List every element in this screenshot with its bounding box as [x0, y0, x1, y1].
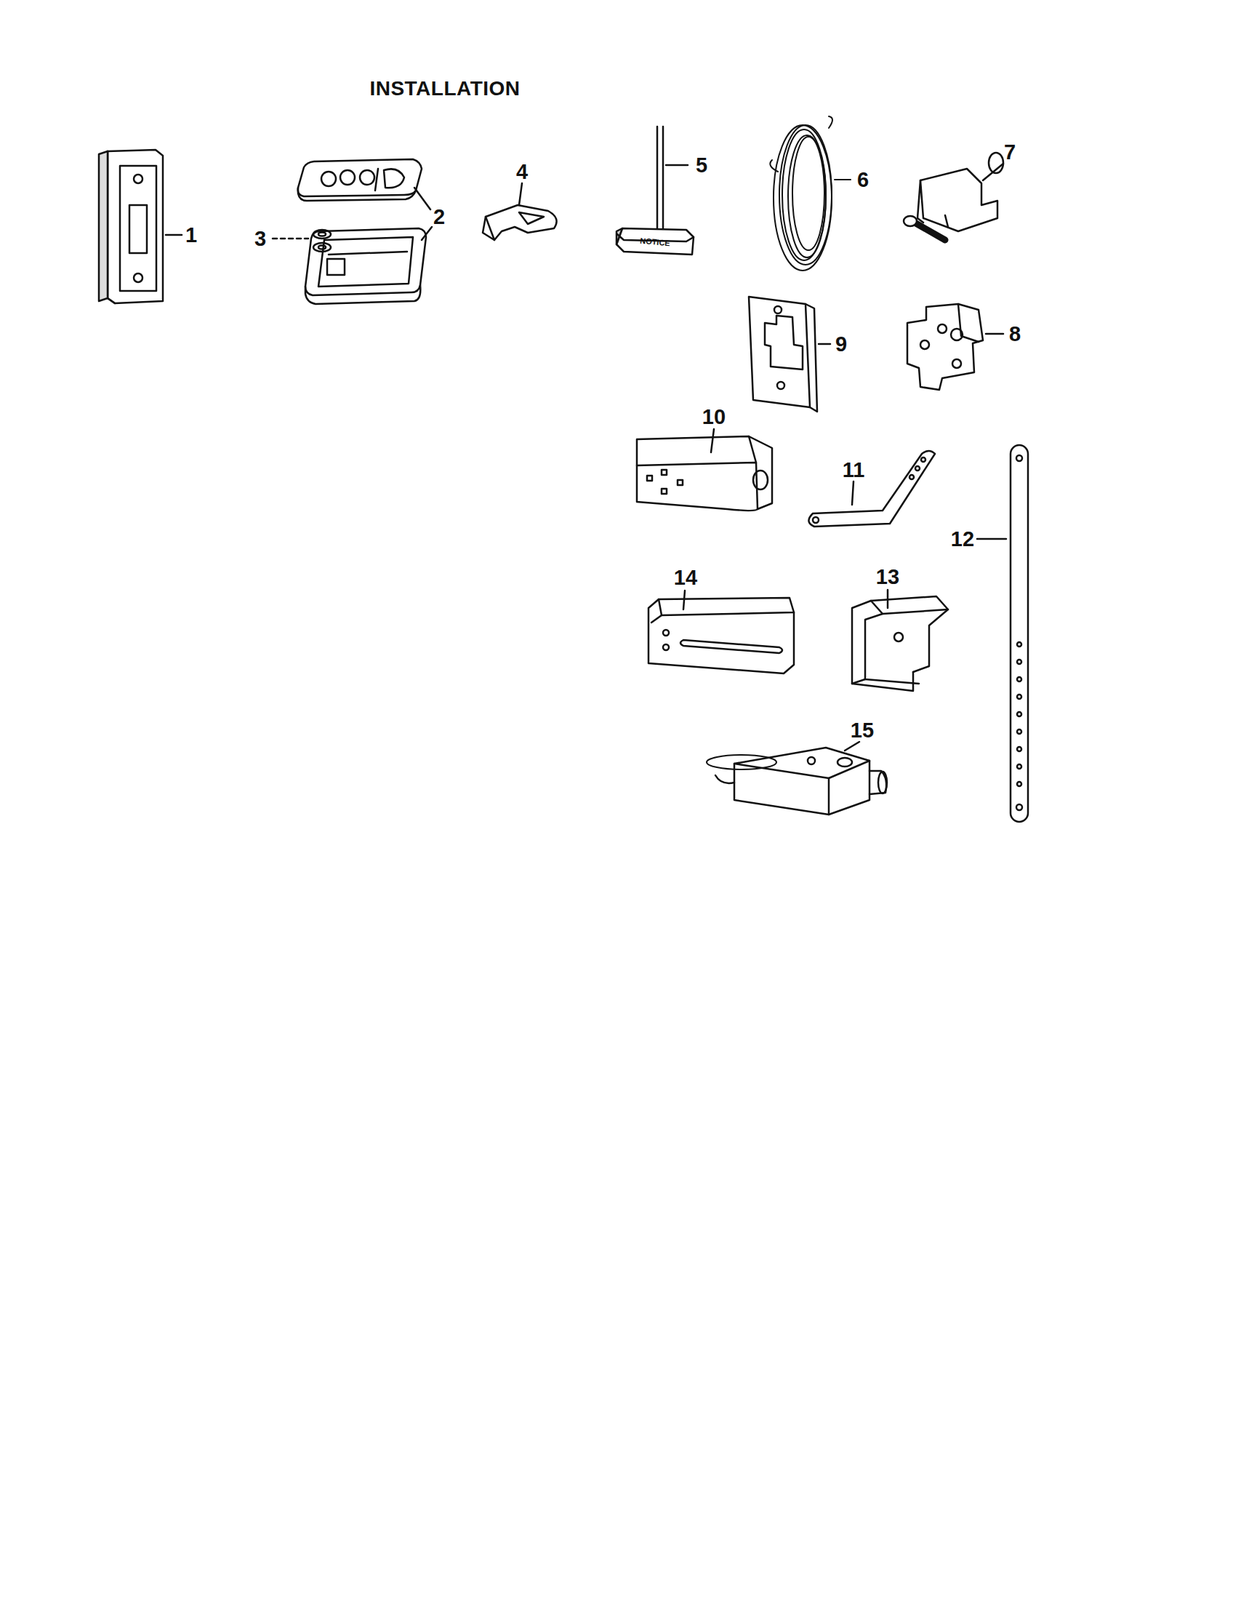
angle-iron [648, 590, 794, 674]
callout-number: 1 [185, 224, 198, 246]
callout-number: 5 [695, 154, 708, 176]
callout-number: 11 [842, 459, 866, 481]
remote-transmitter [298, 159, 432, 304]
callout-number: 6 [857, 169, 869, 191]
callout-number: 8 [1009, 323, 1021, 345]
callout-number: 4 [516, 161, 528, 183]
angle-bracket [636, 428, 773, 511]
bell-wire [769, 116, 851, 271]
callout-number: 2 [433, 206, 445, 228]
callout-number: 9 [835, 333, 847, 355]
callout-number: 13 [876, 566, 900, 588]
callout-number: 12 [950, 528, 975, 550]
straight-door-arm [977, 444, 1028, 822]
callout-number: 15 [850, 719, 874, 741]
wall-button [98, 149, 182, 304]
safety-sensor [706, 741, 887, 815]
callout-number: 10 [702, 406, 726, 428]
door-bracket [903, 152, 1004, 240]
curved-door-arm [808, 450, 935, 527]
hanging-bracket [852, 589, 949, 691]
header-bracket [907, 303, 1004, 390]
battery [272, 229, 331, 252]
visor-clip [482, 183, 557, 240]
diagram-title: INSTALLATION [369, 78, 520, 99]
callout-number: 7 [1003, 141, 1016, 163]
warning-tag [616, 126, 694, 255]
mounting-plate [748, 296, 831, 412]
callout-number: 14 [673, 567, 698, 589]
callout-number: 3 [254, 228, 267, 250]
